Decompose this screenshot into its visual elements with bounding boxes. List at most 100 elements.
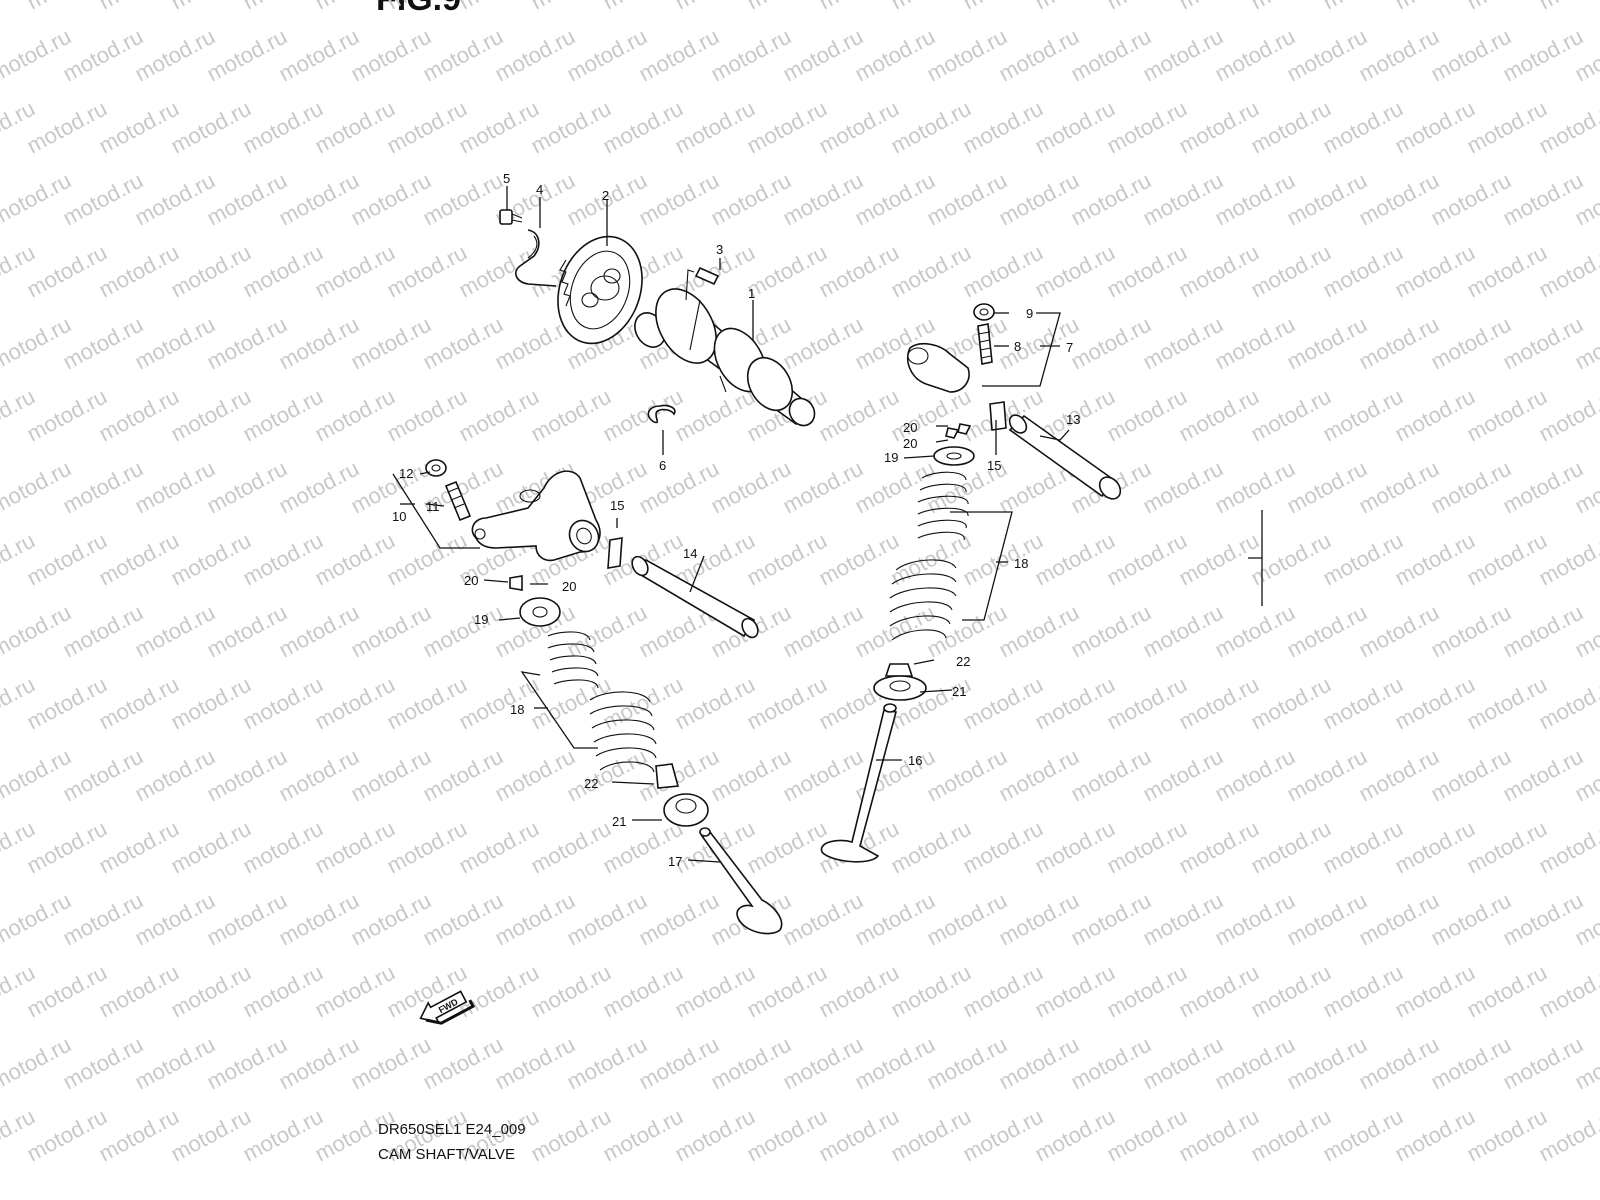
watermark-text: motod.ru <box>0 744 75 807</box>
watermark-text: motod.ru <box>815 240 903 303</box>
watermark-text: motod.ru <box>959 1104 1047 1167</box>
watermark-text: motod.ru <box>203 888 291 951</box>
watermark-text: motod.ru <box>131 24 219 87</box>
watermark-text: motod.ru <box>815 960 903 1023</box>
watermark-text: motod.ru <box>527 672 615 735</box>
watermark-text: motod.ru <box>1319 1104 1407 1167</box>
watermark-text: motod.ru <box>455 96 543 159</box>
watermark-text: motod.ru <box>779 600 867 663</box>
watermark-text: motod.ru <box>347 1032 435 1095</box>
watermark-text: motod.ru <box>383 672 471 735</box>
watermark-text: motod.ru <box>959 240 1047 303</box>
watermark-text: motod.ru <box>743 1104 831 1167</box>
watermark-text: motod.ru <box>1103 96 1191 159</box>
watermark-text: motod.ru <box>239 384 327 447</box>
watermark-text: motod.ru <box>1499 312 1587 375</box>
watermark-text: motod.ru <box>1031 960 1119 1023</box>
watermark-text: motod.ru <box>959 672 1047 735</box>
watermark-text: motod.ru <box>95 960 183 1023</box>
watermark-text: motod.ru <box>1103 672 1191 735</box>
watermark-text: motod.ru <box>1175 960 1263 1023</box>
watermark-text: motod.ru <box>239 96 327 159</box>
watermark-text: motod.ru <box>779 1032 867 1095</box>
watermark-text: motod.ru <box>1031 1104 1119 1167</box>
watermark-text: motod.ru <box>779 24 867 87</box>
watermark-text: motod.ru <box>1535 816 1600 879</box>
watermark-text: motod.ru <box>1175 1104 1263 1167</box>
callout-20-left-b: 20 <box>562 579 576 594</box>
watermark-text: motod.ru <box>275 312 363 375</box>
watermark-text: motod.ru <box>347 888 435 951</box>
watermark-text: motod.ru <box>995 24 1083 87</box>
watermark-text: motod.ru <box>1535 96 1600 159</box>
watermark-text: motod.ru <box>743 816 831 879</box>
cotter-right <box>945 423 972 439</box>
watermark-text: motod.ru <box>1031 528 1119 591</box>
watermark-text: motod.ru <box>1175 528 1263 591</box>
watermark-text: motod.ru <box>959 816 1047 879</box>
watermark-text: motod.ru <box>743 0 831 14</box>
watermark-text: motod.ru <box>23 0 111 14</box>
watermark-text: motod.ru <box>1427 1032 1515 1095</box>
watermark-text: motod.ru <box>1355 744 1443 807</box>
watermark-text: motod.ru <box>1355 168 1443 231</box>
watermark-text: motod.ru <box>1499 1032 1587 1095</box>
watermark-text: motod.ru <box>347 456 435 519</box>
watermark-text: motod.ru <box>1283 744 1371 807</box>
watermark-text: motod.ru <box>23 240 111 303</box>
watermark-text: motod.ru <box>779 312 867 375</box>
watermark-text: motod.ru <box>239 0 327 14</box>
watermark-text: motod.ru <box>95 816 183 879</box>
watermark-text: motod.ru <box>671 0 759 14</box>
watermark-text: motod.ru <box>1427 888 1515 951</box>
watermark-text: motod.ru <box>383 240 471 303</box>
watermark-text: motod.ru <box>23 96 111 159</box>
watermark-text: motod.ru <box>419 600 507 663</box>
watermark-text: motod.ru <box>1319 816 1407 879</box>
watermark-text: motod.ru <box>1103 240 1191 303</box>
watermark-text: motod.ru <box>887 1104 975 1167</box>
watermark-text: motod.ru <box>311 384 399 447</box>
watermark-text: motod.ru <box>815 96 903 159</box>
watermark-text: motod.ru <box>1247 816 1335 879</box>
callout-21-right: 21 <box>952 684 966 699</box>
watermark-text: motod.ru <box>275 1032 363 1095</box>
watermark-text: motod.ru <box>635 1032 723 1095</box>
callout-22-right: 22 <box>956 654 970 669</box>
watermark-text: motod.ru <box>1463 96 1551 159</box>
callout-18-left: 18 <box>510 702 524 717</box>
watermark-text: motod.ru <box>1463 0 1551 14</box>
watermark-text: motod.ru <box>275 168 363 231</box>
watermark-text: motod.ru <box>887 960 975 1023</box>
watermark-text: motod.ru <box>1391 1104 1479 1167</box>
watermark-text: motod.ru <box>1211 24 1299 87</box>
callout-11: 11 <box>426 499 440 514</box>
watermark-text: motod.ru <box>203 168 291 231</box>
watermark-text: motod.ru <box>1535 528 1600 591</box>
watermark-text: motod.ru <box>419 1032 507 1095</box>
o-ring-left <box>607 537 623 569</box>
watermark-text: motod.ru <box>131 600 219 663</box>
figure-label: FIG.9 <box>376 0 461 19</box>
watermark-text: motod.ru <box>887 384 975 447</box>
watermark-text: motod.ru <box>1247 672 1335 735</box>
watermark-text: motod.ru <box>1031 96 1119 159</box>
watermark-text: motod.ru <box>959 96 1047 159</box>
watermark-text: motod.ru <box>599 96 687 159</box>
diagram-title: CAM SHAFT/VALVE <box>378 1146 515 1163</box>
watermark-text: motod.ru <box>239 672 327 735</box>
watermark-text: motod.ru <box>995 744 1083 807</box>
adjuster-screw-left <box>444 480 472 522</box>
watermark-text: motod.ru <box>1535 1104 1600 1167</box>
watermark-text: motod.ru <box>563 1032 651 1095</box>
watermark-text: motod.ru <box>635 456 723 519</box>
watermark-text: motod.ru <box>1175 0 1263 14</box>
watermark-text: motod.ru <box>311 96 399 159</box>
callout-4: 4 <box>536 182 543 197</box>
watermark-text: motod.ru <box>1247 240 1335 303</box>
watermark-text: motod.ru <box>923 744 1011 807</box>
watermark-text: motod.ru <box>527 960 615 1023</box>
seal-left <box>655 763 680 789</box>
watermark-text: motod.ru <box>131 456 219 519</box>
watermark-text: motod.ru <box>23 384 111 447</box>
